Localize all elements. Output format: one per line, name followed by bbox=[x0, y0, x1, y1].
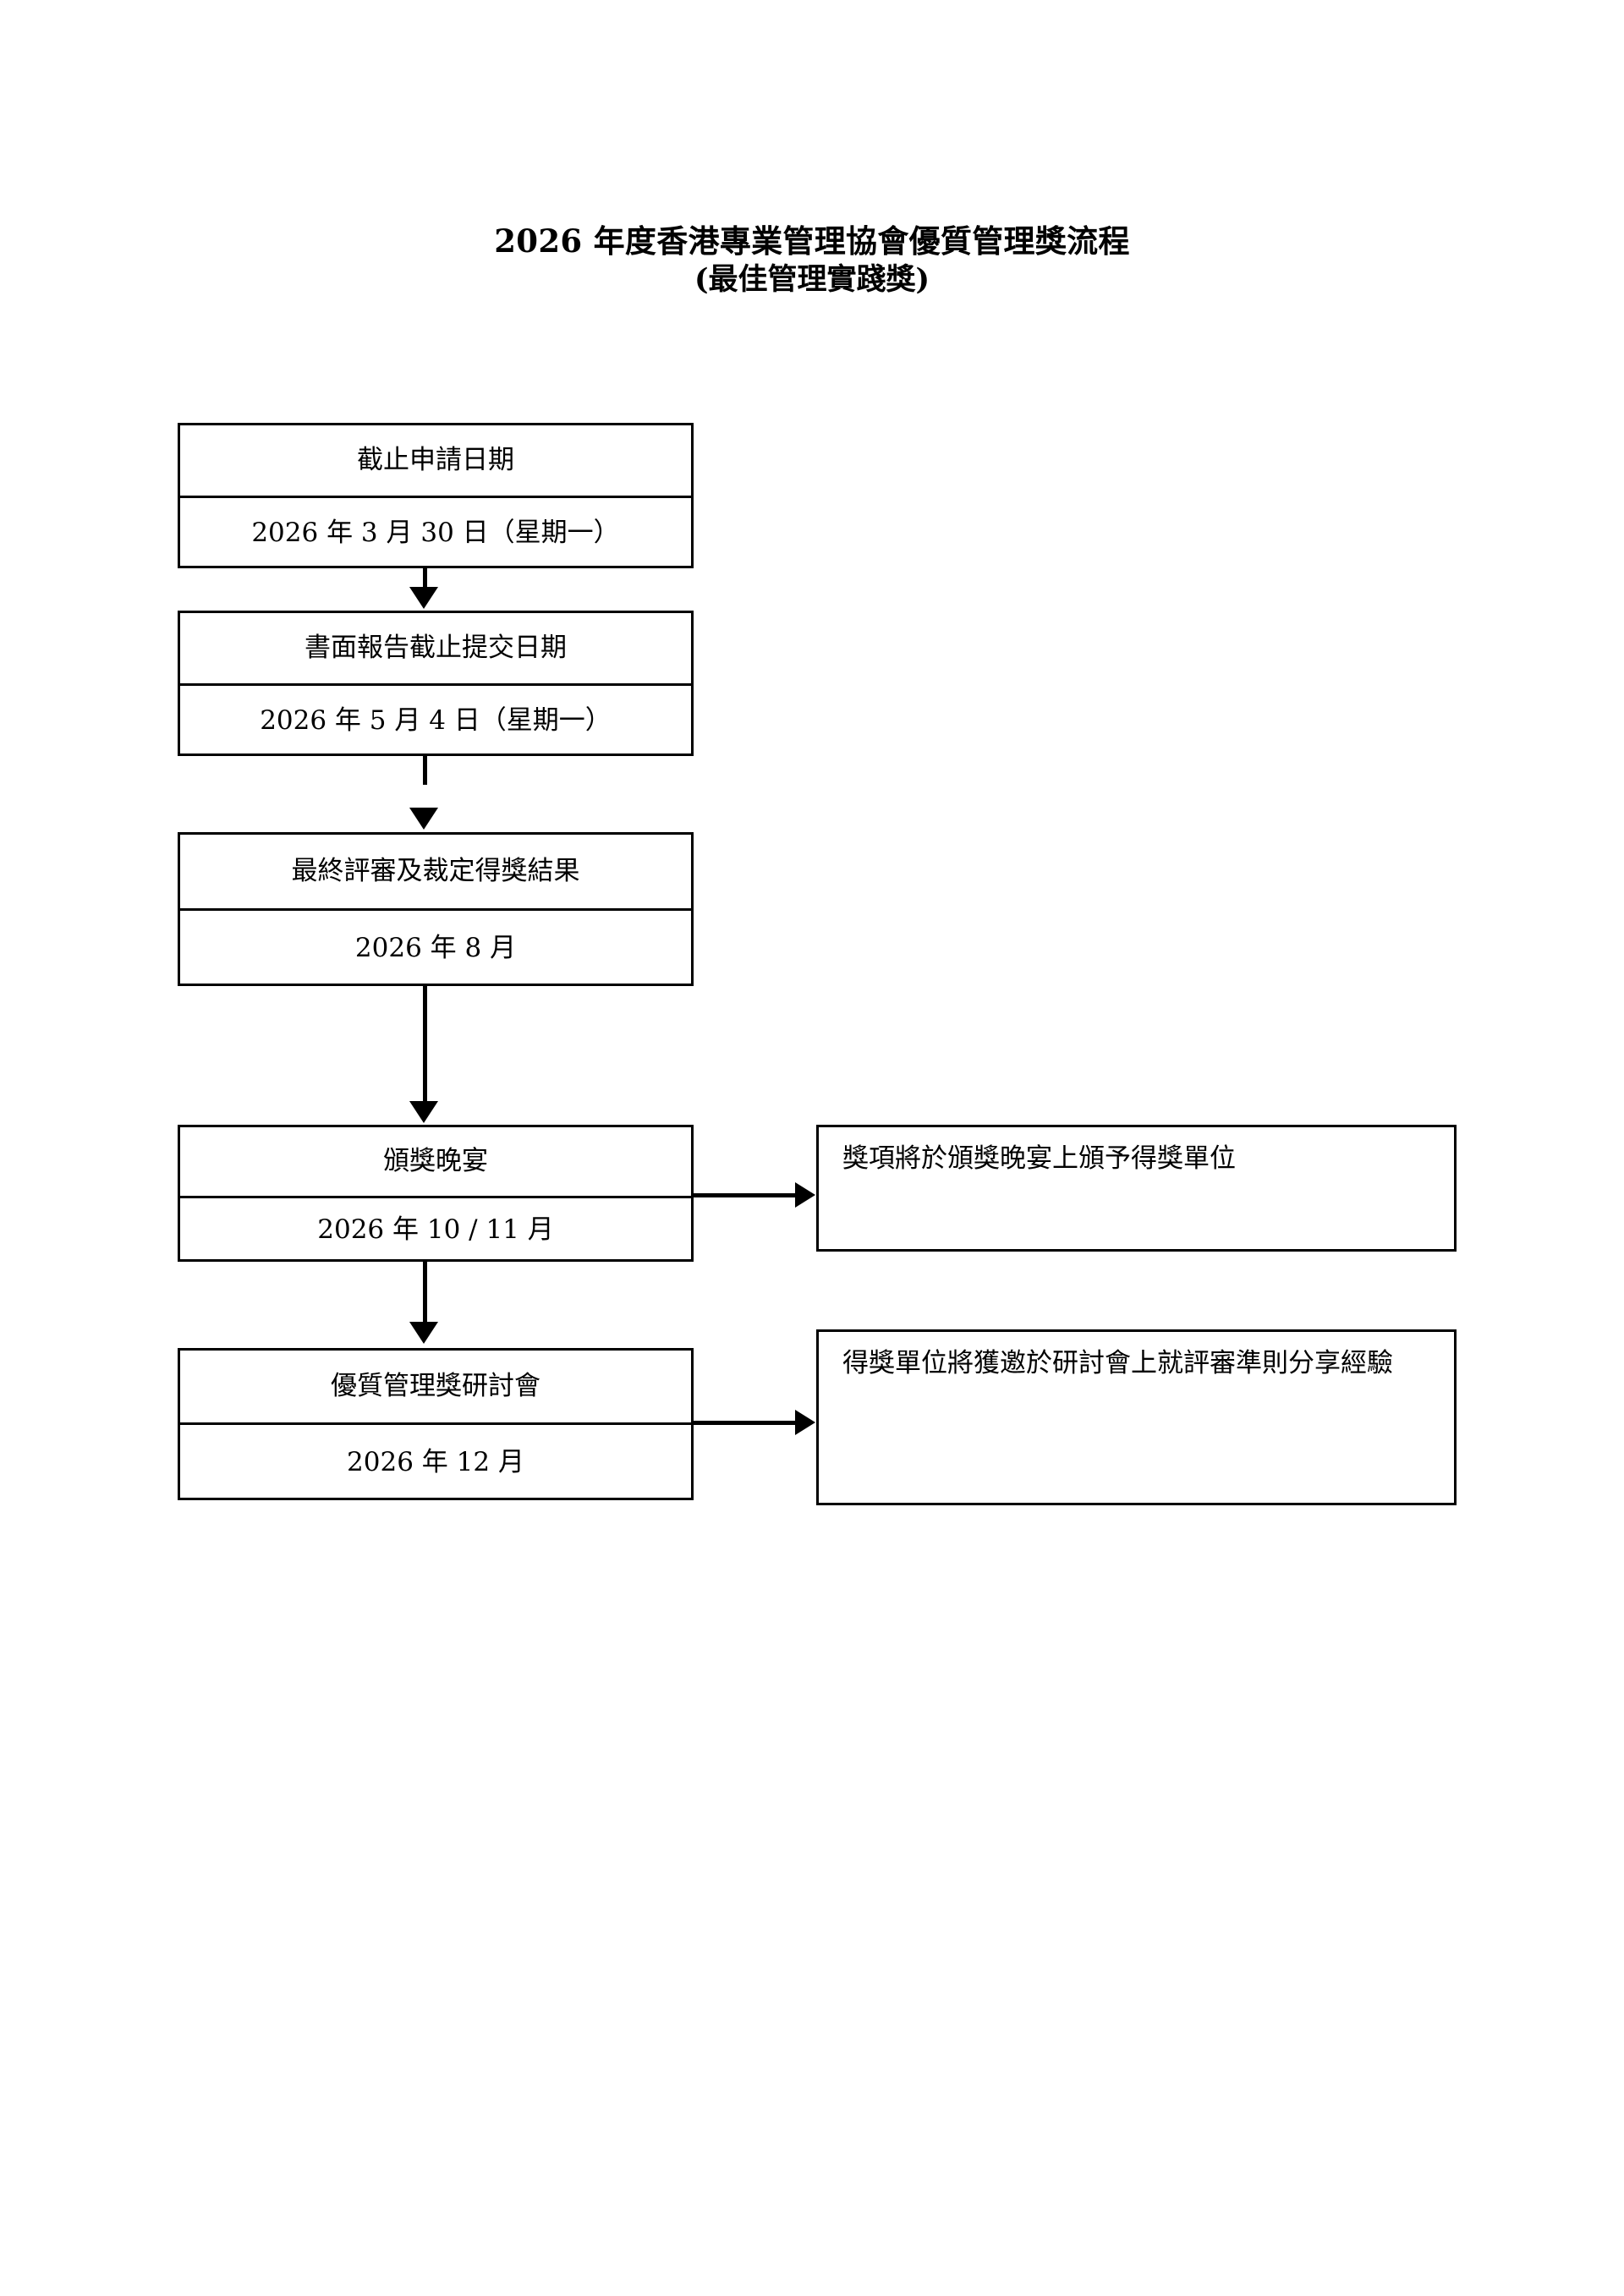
flow-step-date: 2026 年 8 月 bbox=[354, 933, 517, 964]
connector-line-dinner-to-award-note bbox=[694, 1193, 798, 1197]
connector-line-deadline-to-report bbox=[423, 567, 427, 590]
flow-step-label-row: 最終評審及裁定得獎結果 bbox=[180, 835, 691, 911]
flow-step-label: 截止申請日期 bbox=[357, 445, 514, 476]
flow-step-report-deadline: 書面報告截止提交日期 2026 年 5 月 4 日（星期一） bbox=[178, 611, 694, 756]
flow-step-quality-award-seminar: 優質管理獎研討會 2026 年 12 月 bbox=[178, 1348, 694, 1500]
flow-step-label-row: 優質管理獎研討會 bbox=[180, 1351, 691, 1425]
note-award-presentation: 獎項將於頒獎晚宴上頒予得獎單位 bbox=[816, 1125, 1457, 1252]
flow-step-date-row: 2026 年 8 月 bbox=[180, 911, 691, 986]
arrow-head-down-icon bbox=[409, 808, 438, 830]
connector-line-judging-to-dinner bbox=[423, 984, 427, 1103]
arrow-head-right-icon bbox=[795, 1182, 815, 1208]
arrow-head-right-icon bbox=[795, 1410, 815, 1435]
note-text: 得獎單位將獲邀於研討會上就評審準則分享經驗 bbox=[842, 1348, 1393, 1378]
flow-step-label: 頒獎晚宴 bbox=[383, 1146, 488, 1177]
flow-step-date-row: 2026 年 12 月 bbox=[180, 1425, 691, 1500]
flow-step-label: 優質管理獎研討會 bbox=[331, 1371, 540, 1402]
connector-line-seminar-to-seminar-note bbox=[694, 1421, 798, 1425]
page-title: 2026 年度香港專業管理協會優質管理獎流程 (最佳管理實踐獎) bbox=[0, 222, 1624, 299]
arrow-head-down-icon bbox=[409, 587, 438, 609]
note-text: 獎項將於頒獎晚宴上頒予得獎單位 bbox=[842, 1143, 1236, 1174]
flow-step-final-judging: 最終評審及裁定得獎結果 2026 年 8 月 bbox=[178, 832, 694, 986]
arrow-head-down-icon bbox=[409, 1101, 438, 1123]
flow-step-label-row: 截止申請日期 bbox=[180, 425, 691, 498]
connector-line-report-to-judging bbox=[423, 754, 427, 785]
flow-step-application-deadline: 截止申請日期 2026 年 3 月 30 日（星期一） bbox=[178, 423, 694, 568]
flow-step-label: 書面報告截止提交日期 bbox=[304, 633, 567, 664]
flow-step-label: 最終評審及裁定得獎結果 bbox=[291, 856, 580, 887]
flow-step-date: 2026 年 5 月 4 日（星期一） bbox=[260, 705, 612, 737]
flow-step-label-row: 頒獎晚宴 bbox=[180, 1127, 691, 1198]
flow-step-date-row: 2026 年 10 / 11 月 bbox=[180, 1198, 691, 1262]
note-seminar-sharing: 得獎單位將獲邀於研討會上就評審準則分享經驗 bbox=[816, 1329, 1457, 1505]
arrow-head-down-icon bbox=[409, 1322, 438, 1344]
page-title-line-1: 2026 年度香港專業管理協會優質管理獎流程 bbox=[494, 222, 1130, 260]
connector-line-dinner-to-seminar bbox=[423, 1260, 427, 1323]
flow-step-date: 2026 年 12 月 bbox=[347, 1447, 524, 1478]
flow-step-date-row: 2026 年 3 月 30 日（星期一） bbox=[180, 498, 691, 568]
flow-step-date: 2026 年 10 / 11 月 bbox=[317, 1214, 554, 1246]
flow-step-date-row: 2026 年 5 月 4 日（星期一） bbox=[180, 686, 691, 756]
flow-step-date: 2026 年 3 月 30 日（星期一） bbox=[251, 518, 620, 549]
page-title-line-2: (最佳管理實踐獎) bbox=[694, 262, 930, 298]
flow-step-award-dinner: 頒獎晚宴 2026 年 10 / 11 月 bbox=[178, 1125, 694, 1262]
flow-step-label-row: 書面報告截止提交日期 bbox=[180, 613, 691, 686]
